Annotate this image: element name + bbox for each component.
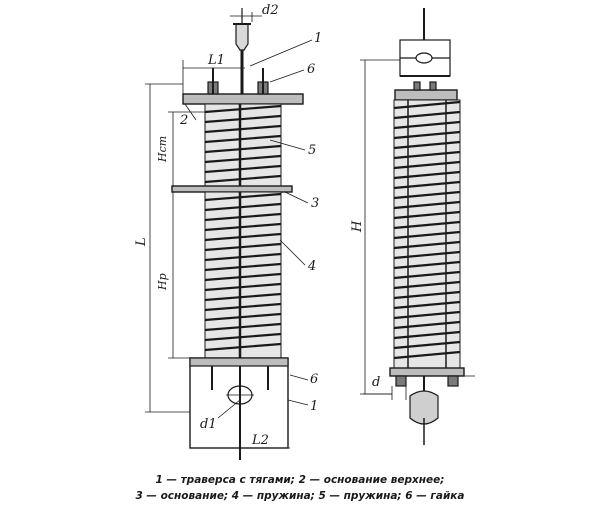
side-spring: [393, 99, 461, 371]
label-1: 1: [314, 31, 322, 46]
caption-line-2: 3 — основание; 4 — пружина; 5 — пружина;…: [135, 490, 465, 502]
label-L: L: [134, 237, 149, 247]
upper-spring: [204, 103, 282, 189]
side-view-labels: H d: [350, 220, 380, 390]
side-view: [360, 8, 475, 445]
label-6b: 6: [310, 372, 318, 387]
top-bracket: [394, 8, 458, 101]
label-L2: L2: [251, 433, 269, 448]
middle-base: [171, 185, 293, 193]
front-view-labels: d2 L1 1 6 2 5 3 4 6 1 Hст Hр L d1 L2: [134, 3, 322, 448]
label-Hst: Hст: [156, 136, 169, 163]
top-rod-fork: [230, 8, 262, 96]
label-1b: 1: [310, 399, 318, 414]
front-view: [145, 8, 313, 460]
label-3: 3: [311, 196, 319, 211]
label-d2: d2: [262, 3, 279, 18]
label-d1: d1: [200, 417, 217, 432]
label-Hp: Hр: [156, 273, 169, 291]
side-bottom: [389, 367, 465, 445]
label-H: H: [350, 220, 365, 233]
figure-caption: 1 — траверса с тягами; 2 — основание вер…: [0, 472, 600, 504]
bottom-base: [189, 357, 290, 460]
dimension-lines: [145, 83, 205, 413]
label-2: 2: [179, 113, 188, 128]
label-5: 5: [308, 143, 316, 158]
caption-line-1: 1 — траверса с тягами; 2 — основание вер…: [155, 474, 445, 486]
label-L1: L1: [207, 53, 225, 68]
label-6: 6: [307, 62, 315, 77]
label-4: 4: [307, 259, 316, 274]
side-dimension-lines: [360, 59, 475, 400]
lower-spring: [204, 191, 282, 359]
upper-base-plate: [182, 60, 304, 105]
leader-lines: [184, 39, 313, 419]
label-d: d: [372, 375, 380, 390]
